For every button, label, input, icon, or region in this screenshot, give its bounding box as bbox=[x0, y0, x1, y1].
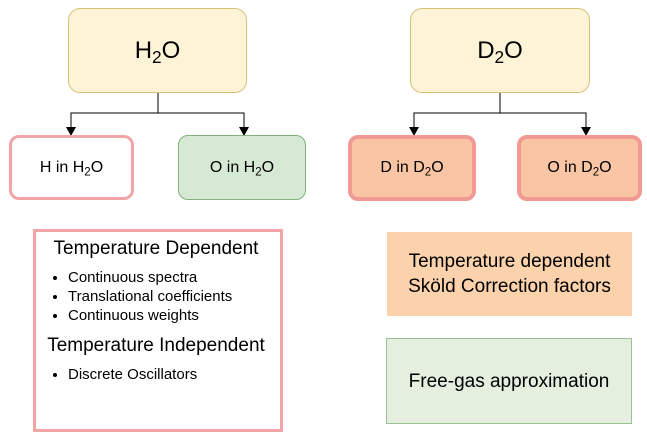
d2o-node: D2O bbox=[410, 8, 590, 93]
d-in-d2o-node: D in D2O bbox=[348, 135, 476, 201]
h-in-h2o-details-panel: Temperature Dependent Continuous spectra… bbox=[33, 229, 283, 432]
o-in-h2o-label: O in H2O bbox=[209, 158, 275, 178]
o-in-d2o-label: O in D2O bbox=[547, 159, 612, 179]
free-gas-box: Free-gas approximation bbox=[386, 338, 632, 424]
skold-line-2: Sköld Correction factors bbox=[408, 276, 611, 297]
temperature-dependent-heading: Temperature Dependent bbox=[53, 238, 259, 259]
list-item: Discrete Oscillators bbox=[68, 365, 270, 384]
list-item: Translational coefficients bbox=[68, 287, 270, 306]
arrowhead-o-in-h2o bbox=[239, 127, 249, 136]
arrowhead-o-in-d2o bbox=[581, 127, 591, 136]
skold-correction-text: Temperature dependent Sköld Correction f… bbox=[408, 249, 611, 299]
h-in-h2o-label: H in H2O bbox=[39, 158, 104, 178]
o-in-h2o-node: O in H2O bbox=[178, 135, 306, 200]
free-gas-label: Free-gas approximation bbox=[408, 370, 610, 392]
arrowhead-d-in-d2o bbox=[409, 127, 419, 136]
list-item: Continuous spectra bbox=[68, 268, 270, 287]
list-item: Continuous weights bbox=[68, 306, 270, 325]
d2o-label: D2O bbox=[477, 36, 523, 67]
h2o-connector bbox=[70, 93, 245, 133]
temperature-independent-heading: Temperature Independent bbox=[47, 335, 265, 356]
temperature-dependent-list: Continuous spectra Translational coeffic… bbox=[42, 268, 270, 325]
h2o-label: H2O bbox=[134, 36, 181, 67]
temperature-independent-list: Discrete Oscillators bbox=[42, 365, 270, 384]
o-in-d2o-node: O in D2O bbox=[517, 135, 642, 201]
d-in-d2o-label: D in D2O bbox=[380, 159, 444, 179]
skold-line-1: Temperature dependent bbox=[408, 251, 611, 272]
h2o-node: H2O bbox=[68, 8, 247, 93]
arrowhead-h-in-h2o bbox=[66, 127, 76, 136]
skold-correction-box: Temperature dependent Sköld Correction f… bbox=[387, 232, 632, 316]
h-in-h2o-node: H in H2O bbox=[9, 135, 134, 200]
d2o-connector bbox=[413, 93, 587, 133]
